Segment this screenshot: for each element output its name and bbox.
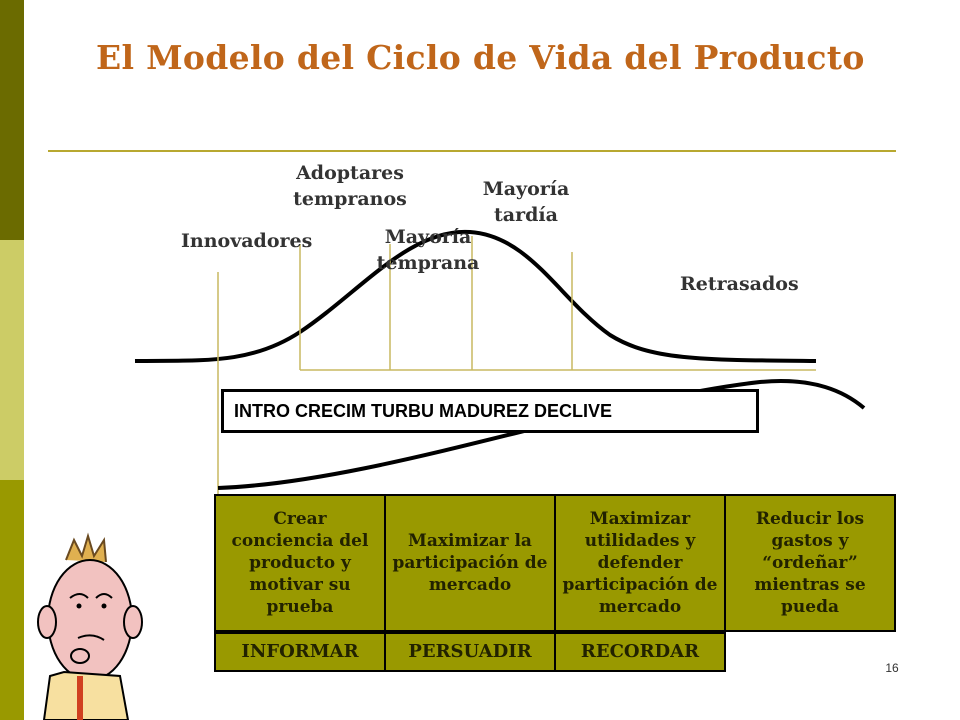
label-early-majority-line1: Mayoría <box>384 226 472 248</box>
label-early-adopters-line2: tempranos <box>293 188 407 210</box>
label-early-majority-line2: temprana <box>376 252 480 274</box>
objective-text-growth: Maximizar la participación de mercado <box>392 531 548 595</box>
action-box-remind: RECORDAR <box>554 632 726 672</box>
label-late-majority: Mayoría tardía <box>466 176 586 228</box>
label-late-majority-line2: tardía <box>494 204 558 226</box>
objective-box-intro: Crear conciencia del producto y motivar … <box>214 494 386 632</box>
objective-text-maturity: Maximizar utilidades y defender particip… <box>562 509 718 617</box>
label-innovators-text: Innovadores <box>181 230 313 252</box>
sidebar-strip-light <box>0 240 24 480</box>
title-underline <box>48 150 896 152</box>
objective-box-maturity: Maximizar utilidades y defender particip… <box>554 494 726 632</box>
objective-text-intro: Crear conciencia del producto y motivar … <box>231 509 369 617</box>
action-box-inform: INFORMAR <box>214 632 386 672</box>
label-late-majority-line1: Mayoría <box>482 178 570 200</box>
label-innovators: Innovadores <box>181 228 312 254</box>
objective-text-decline: Reducir los gastos y “ordeñar” mientras … <box>754 509 866 617</box>
label-laggards: Retrasados <box>680 271 799 297</box>
label-laggards-text: Retrasados <box>680 273 799 295</box>
slide-title: El Modelo del Ciclo de Vida del Producto <box>96 38 865 77</box>
adoption-bell-curve <box>134 229 817 363</box>
sidebar-strip-dark <box>0 0 24 240</box>
thinking-boy-illustration <box>37 532 143 720</box>
label-early-adopters: Adoptares tempranos <box>280 160 420 212</box>
objective-box-decline: Reducir los gastos y “ordeñar” mientras … <box>724 494 896 632</box>
label-early-majority: Mayoría temprana <box>366 224 490 276</box>
page-number: 16 <box>885 661 899 675</box>
action-box-persuade: PERSUADIR <box>384 632 556 672</box>
label-early-adopters-line1: Adoptares <box>296 162 404 184</box>
sidebar-strip-olive <box>0 480 24 720</box>
objective-box-growth: Maximizar la participación de mercado <box>384 494 556 632</box>
lifecycle-stages-box: INTRO CRECIM TURBU MADUREZ DECLIVE <box>221 389 759 433</box>
